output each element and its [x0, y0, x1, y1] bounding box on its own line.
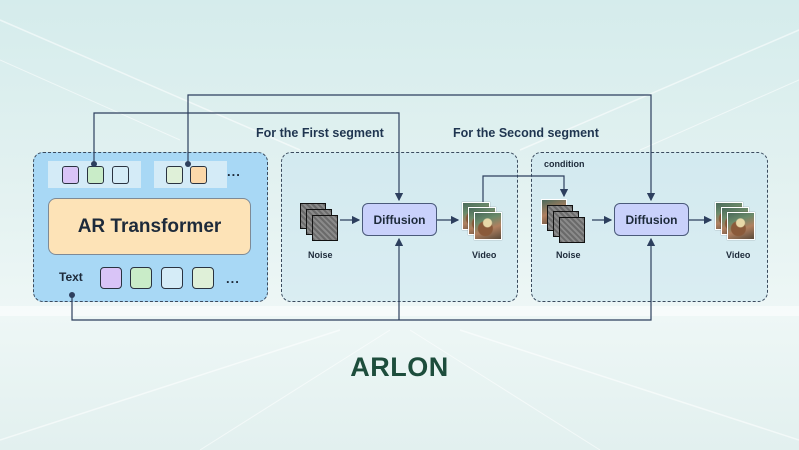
video-label: Video: [472, 250, 497, 260]
video-frame: [474, 212, 502, 240]
connector-dot: [185, 161, 191, 167]
noise-label: Noise: [308, 250, 333, 260]
condition-label: condition: [544, 159, 585, 169]
connector-condition: [482, 175, 569, 202]
token-purple: [62, 166, 79, 184]
diffusion-label-2: Diffusion: [625, 212, 678, 227]
text-token-green: [130, 267, 152, 289]
first-segment-title: For the First segment: [256, 126, 384, 140]
ar-transformer-label: AR Transformer: [77, 215, 222, 237]
connector-dot: [69, 292, 75, 298]
diagram-title: ARLON: [350, 352, 449, 382]
token-orange: [190, 166, 207, 184]
text-token-ellipsis: ...: [226, 271, 240, 286]
ar-transformer-box: AR Transformer: [48, 198, 251, 255]
connector-dot: [91, 161, 97, 167]
text-label: Text: [59, 270, 83, 284]
noise-label-2: Noise: [556, 250, 581, 260]
second-segment-title: For the Second segment: [453, 126, 599, 140]
video-label-2: Video: [726, 250, 751, 260]
noise-frame: [559, 217, 585, 243]
diffusion-label: Diffusion: [373, 212, 426, 227]
diffusion-box-2: Diffusion: [614, 203, 689, 236]
connector-text-bottom: [71, 237, 656, 321]
token-ellipsis-top: ...: [227, 164, 241, 179]
text-token-blue: [161, 267, 183, 289]
video-frame: [727, 212, 755, 240]
text-token-green-light: [192, 267, 214, 289]
token-blue: [112, 166, 129, 184]
connector-token-to-diffusion-1: [93, 112, 404, 202]
text-token-purple: [100, 267, 122, 289]
token-green-light: [166, 166, 183, 184]
connector-token-to-diffusion-2: [187, 94, 656, 202]
noise-frame: [312, 215, 338, 241]
diffusion-box: Diffusion: [362, 203, 437, 236]
